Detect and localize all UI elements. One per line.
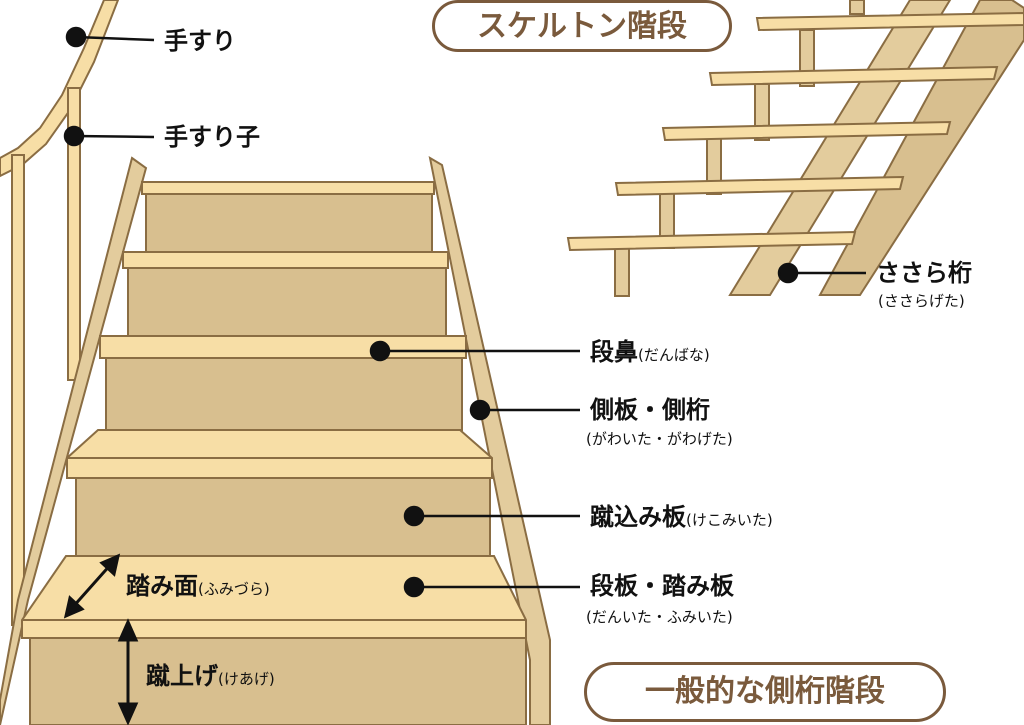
marker-dot (65, 26, 87, 48)
general-stair (0, 156, 551, 725)
skeleton-tread (614, 175, 905, 197)
label-tread: 段板・踏み板 (590, 572, 734, 600)
marker-dot (63, 125, 85, 147)
label-sasara-reading: (ささらげた) (878, 292, 965, 310)
marker-dot (403, 576, 425, 598)
leaders (63, 26, 866, 598)
label-stringer-reading: (がわいた・がわげた) (586, 430, 733, 448)
skeleton-post (614, 247, 630, 297)
title-skeleton-stair: スケルトン階段 (432, 0, 732, 52)
stair-tread (122, 251, 449, 269)
label-baluster: 手すり子 (164, 123, 260, 151)
skeleton-post (849, 0, 865, 15)
stair-tread (66, 429, 493, 479)
left-stringer (0, 156, 148, 725)
riser-panel (127, 265, 447, 337)
label-handrail: 手すり (164, 27, 236, 55)
stair-tread (141, 181, 435, 195)
stair-tread (99, 335, 467, 359)
label-riser: 蹴込み板(けこみいた) (590, 503, 773, 531)
marker-dot (469, 399, 491, 421)
skeleton-tread (708, 65, 999, 87)
marker-dot (403, 505, 425, 527)
label-nosing: 段鼻(だんばな) (590, 338, 710, 366)
label-going: 踏み面(ふみづら) (126, 572, 270, 600)
riser-panel (29, 635, 527, 725)
right-stringer (428, 156, 551, 725)
label-stringer: 側板・側桁 (590, 396, 710, 424)
going-arrow (70, 562, 114, 609)
label-rise: 蹴上げ(けあげ) (146, 662, 275, 690)
label-sasara: ささら桁 (876, 259, 972, 287)
marker-dot (369, 340, 391, 362)
riser-panel (145, 191, 433, 255)
skeleton-tread (661, 120, 952, 142)
skeleton-tread (566, 230, 857, 252)
stair-tread (21, 555, 527, 639)
handrail-group (0, 0, 120, 626)
baluster-2 (11, 154, 25, 626)
skeleton-tread (755, 11, 1024, 32)
riser-panel (105, 357, 463, 431)
title-general-stair: 一般的な側桁階段 (584, 662, 946, 722)
dimension-arrows (63, 553, 139, 725)
skeleton-stair (566, 0, 1024, 297)
handrail-bar (0, 0, 120, 178)
marker-dot (777, 262, 799, 284)
label-tread-reading: (だんいた・ふみいた) (586, 608, 733, 626)
